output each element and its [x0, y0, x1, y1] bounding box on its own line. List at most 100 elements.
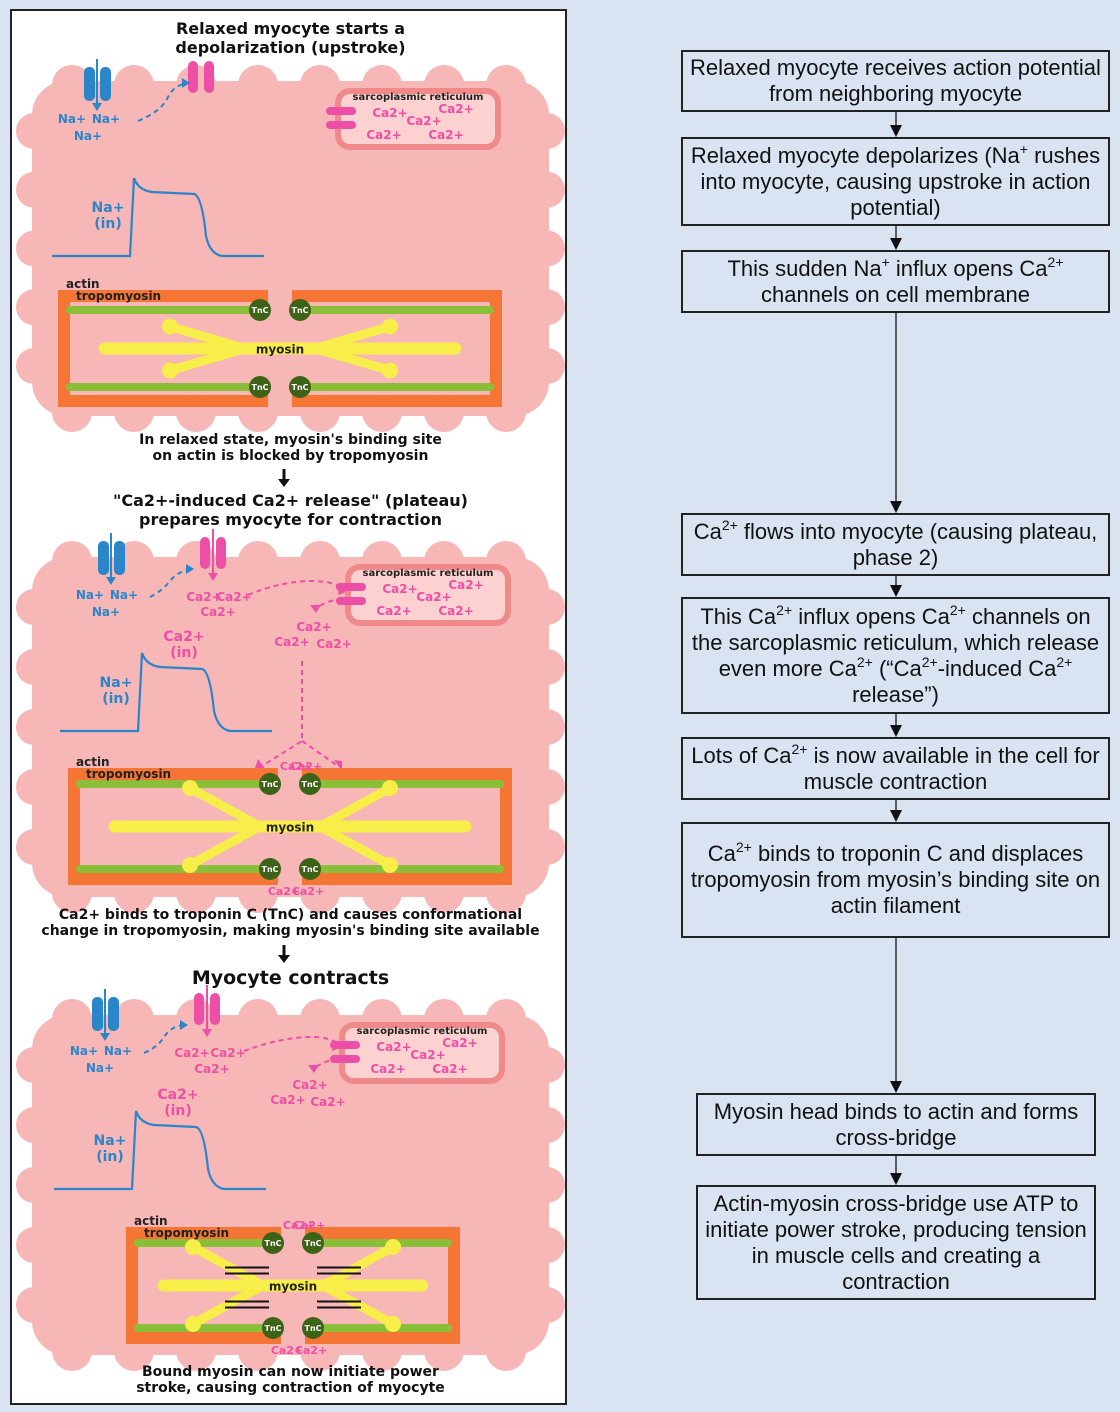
na-ion-label: Na+ [110, 588, 138, 602]
na-ion-label: Na+ [74, 129, 102, 143]
actin-filament-left [68, 768, 278, 885]
ca-flow-arrowhead [202, 1029, 212, 1037]
panel1-to-panel2-arrow-head [278, 479, 290, 487]
bound-ca-label: Ca2+ [268, 885, 300, 898]
ca-influx-label: Ca2+ [210, 1046, 245, 1060]
sr-ca-ion-label: Ca2+ [438, 102, 473, 116]
na-channel [98, 533, 125, 585]
myosin-head-arm [185, 822, 265, 870]
myosin-head [185, 1239, 201, 1255]
sarcoplasmic-reticulum: sarcoplasmic reticulumCa2+Ca2+Ca2+Ca2+Ca… [326, 88, 501, 150]
flow-step-8: Myosin head binds to actin and forms cro… [696, 1093, 1096, 1156]
troponin-c [299, 858, 321, 880]
myosin-filament [108, 820, 472, 833]
tnc-label: TnC [301, 865, 318, 874]
sr-ca-ion-label: Ca2+ [438, 604, 473, 618]
troponin-c [302, 1232, 324, 1254]
sr-release-arrow [315, 598, 343, 610]
ca-channel-left [200, 537, 210, 569]
na-channel [92, 989, 119, 1041]
ca-in-label: (in) [170, 645, 198, 661]
na-channel-right [108, 997, 119, 1031]
cell-membrane-bump [16, 348, 52, 384]
cell-membrane-bump [16, 1287, 52, 1323]
cell-membrane-bump [238, 65, 278, 105]
tnc-label: TnC [291, 383, 308, 392]
ca-channel-left [188, 61, 198, 93]
myosin-head [185, 1316, 201, 1332]
cell-membrane-bump [16, 230, 52, 267]
sr-ca-channel-top [326, 107, 356, 115]
na-in-label: Na+ [94, 1133, 127, 1149]
cell-membrane-bump [300, 65, 340, 105]
myosin-head-arm [188, 1242, 268, 1290]
sr-released-ca-label: Ca2+ [310, 1095, 345, 1109]
cell-membrane-bump [529, 348, 565, 384]
actin-filament-right [305, 1227, 460, 1344]
ca-channel-right [210, 993, 220, 1025]
cell-membrane-bump [52, 999, 92, 1039]
flow-step-4: Ca2+ flows into myocyte (causing plateau… [681, 513, 1110, 576]
troponin-c [302, 1317, 324, 1339]
cell-membrane [32, 81, 549, 416]
tnc-label: TnC [261, 865, 278, 874]
sr-release-arrow-3-head [308, 1065, 319, 1073]
sr-ca-channel-top [330, 1041, 360, 1049]
panel2-caption: Ca2+ binds to troponin C (TnC) and cause… [41, 907, 540, 939]
na-channel [84, 59, 111, 111]
flow-step-1: Relaxed myocyte receives action potentia… [681, 50, 1110, 112]
ca-channel-right [204, 61, 214, 93]
na-ion-label: Na+ [86, 1061, 114, 1075]
sr-ca-ion-label: Ca2+ [448, 578, 483, 592]
na-channel-left [84, 67, 95, 101]
bound-ca-label: Ca2+ [283, 1219, 315, 1232]
cell-membrane-bump [52, 541, 92, 581]
panel2-to-panel3-arrow-head [278, 955, 290, 963]
actin-label: actin [76, 755, 110, 769]
ca-influx-label: Ca2+ [216, 590, 251, 604]
myosin-label: myosin [266, 821, 314, 835]
sr-released-ca-label: Ca2+ [274, 635, 309, 649]
flow-arrow-6-head [890, 810, 902, 822]
cell-membrane-bump [529, 171, 565, 208]
ca-channel [200, 529, 226, 581]
cell-membrane-bump [529, 289, 565, 326]
action-potential-line [60, 652, 272, 733]
flow-arrow-2-head [890, 238, 902, 250]
cell-membrane-bump [529, 769, 565, 805]
sr-membrane [345, 564, 511, 626]
cell-membrane-bump [114, 999, 154, 1039]
ca-influx-label: Ca2+ [200, 605, 235, 619]
flow-step-5: This Ca2+ influx opens Ca2+ channels on … [681, 597, 1110, 714]
na-ion-label: Na+ [92, 605, 120, 619]
cell-membrane-bump [529, 829, 565, 865]
na-ion-label: Na+ [92, 112, 120, 126]
na-to-ca-signal [137, 82, 189, 122]
bound-ca-label: Ca2+ [293, 1219, 325, 1232]
myosin-head-arm [185, 783, 265, 831]
cell-membrane [32, 557, 549, 897]
ca-to-sr-signal [247, 579, 347, 596]
troponin-c [259, 773, 281, 795]
sr-ca-ion-label: Ca2+ [416, 590, 451, 604]
tnc-label: TnC [304, 1239, 321, 1248]
na-ion-label: Na+ [70, 1044, 98, 1058]
myosin-label: myosin [256, 343, 304, 357]
myosin-head-arm [315, 822, 395, 870]
tnc-label: TnC [264, 1239, 281, 1248]
na-channel-left [98, 541, 109, 575]
troponin-c [259, 858, 281, 880]
sr-release-arrow-3 [313, 1058, 339, 1070]
na-channel-right [100, 67, 111, 101]
bound-ca-label: Ca2+ [292, 885, 324, 898]
flow-step-3: This sudden Na+ influx opens Ca2+ channe… [681, 250, 1110, 313]
myosin-label: myosin [269, 1280, 317, 1294]
cell-membrane-bump [529, 649, 565, 685]
myocyte-illustration: Na+ Na+ Na+ sarcoplasmic reticulumCa2+Ca2+C… [16, 59, 565, 1371]
ca-channel-right [216, 537, 226, 569]
sr-ca-channel-bottom [330, 1055, 360, 1063]
actin-filament-left [126, 1227, 281, 1344]
